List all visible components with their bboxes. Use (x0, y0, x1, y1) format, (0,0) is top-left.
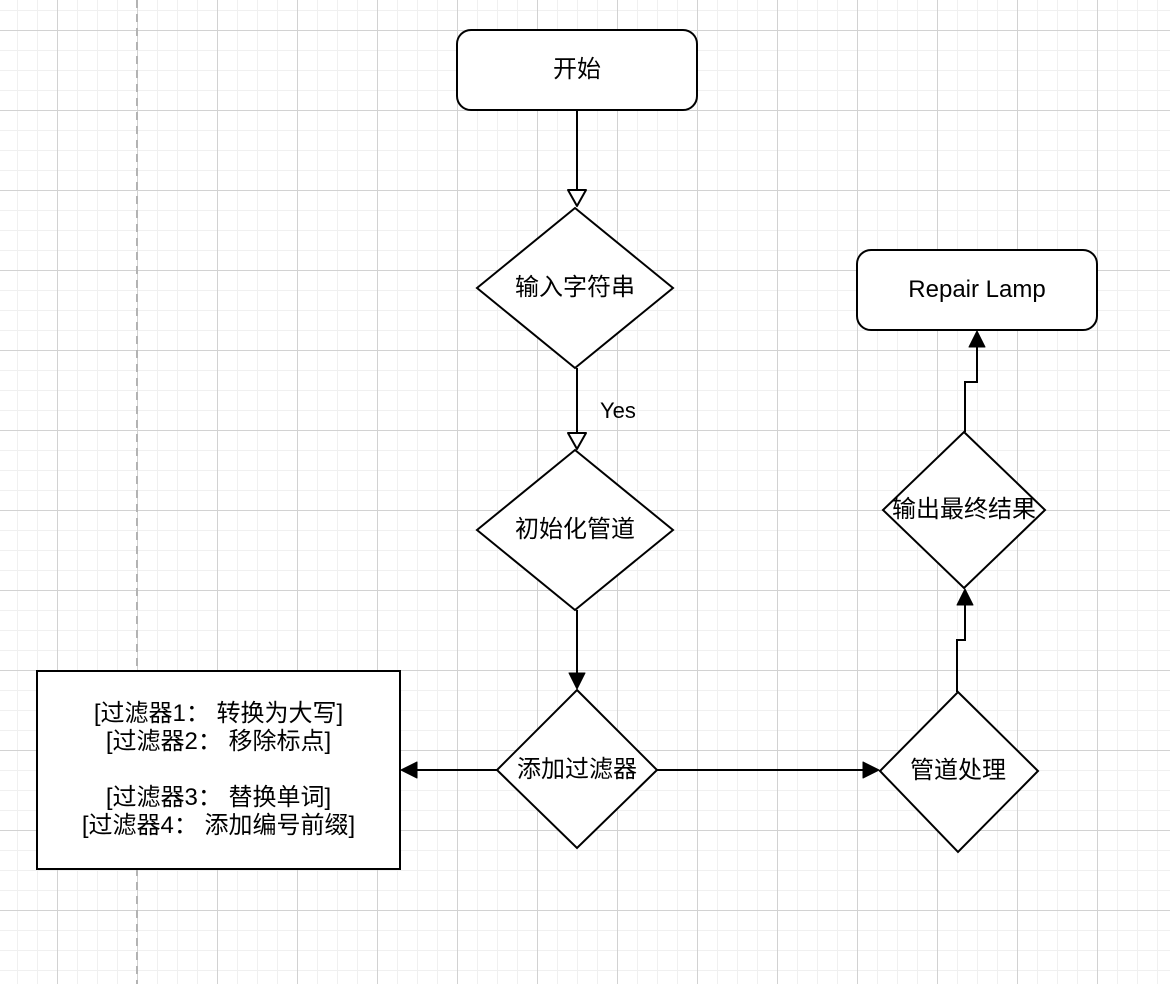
edge-input-to-init[interactable] (567, 368, 587, 450)
edge-pipeline-to-output[interactable] (956, 588, 974, 692)
filter-line-1: [过滤器1： 转换为大写] (93, 700, 344, 727)
node-input-string[interactable] (475, 206, 675, 370)
edge-output-to-repair[interactable] (964, 330, 986, 432)
node-start[interactable] (456, 29, 698, 111)
edge-addfilter-to-pipeline-arrowhead (862, 761, 880, 779)
edge-addfilter-to-filterlist-arrowhead (400, 761, 418, 779)
node-init-pipeline[interactable] (475, 448, 675, 612)
edge-addfilter-to-pipeline[interactable] (657, 761, 880, 779)
node-add-filter-label[interactable]: 添加过滤器 (517, 755, 637, 783)
node-repair-lamp[interactable] (856, 249, 1098, 331)
edge-pipeline-to-output-arrowhead (956, 588, 974, 606)
node-pipeline-process-label[interactable]: 管道处理 (910, 756, 1006, 784)
node-pipeline-process[interactable] (878, 690, 1040, 854)
edge-init-to-addfilter[interactable] (568, 610, 586, 690)
edge-input-to-init-arrowhead (567, 432, 587, 450)
node-add-filter[interactable] (495, 688, 659, 850)
edge-addfilter-to-filterlist[interactable] (400, 761, 497, 779)
node-output-result-label[interactable]: 输出最终结果 (892, 495, 1036, 523)
edge-start-to-input[interactable] (567, 110, 587, 207)
edge-output-to-repair-arrowhead (968, 330, 986, 348)
edge-input-to-init-label[interactable]: Yes (600, 398, 636, 423)
node-init-pipeline-label[interactable]: 初始化管道 (515, 515, 635, 543)
filter-line-4: [过滤器4： 添加编号前缀] (81, 812, 356, 839)
node-repair-lamp-label[interactable]: Repair Lamp (908, 275, 1046, 303)
edge-init-to-addfilter-arrowhead (568, 672, 586, 690)
node-output-result[interactable] (881, 430, 1047, 590)
node-filter-list[interactable] (36, 670, 401, 870)
edge-start-to-input-arrowhead (567, 189, 587, 207)
node-input-string-label[interactable]: 输入字符串 (515, 273, 635, 301)
node-start-label[interactable]: 开始 (553, 55, 601, 83)
filter-line-3: [过滤器3： 替换单词] (105, 784, 332, 811)
filter-line-2: [过滤器2： 移除标点] (105, 728, 332, 755)
node-filter-list-text[interactable]: [过滤器1： 转换为大写] [过滤器2： 移除标点] [过滤器3： 替换单词] … (37, 671, 400, 869)
